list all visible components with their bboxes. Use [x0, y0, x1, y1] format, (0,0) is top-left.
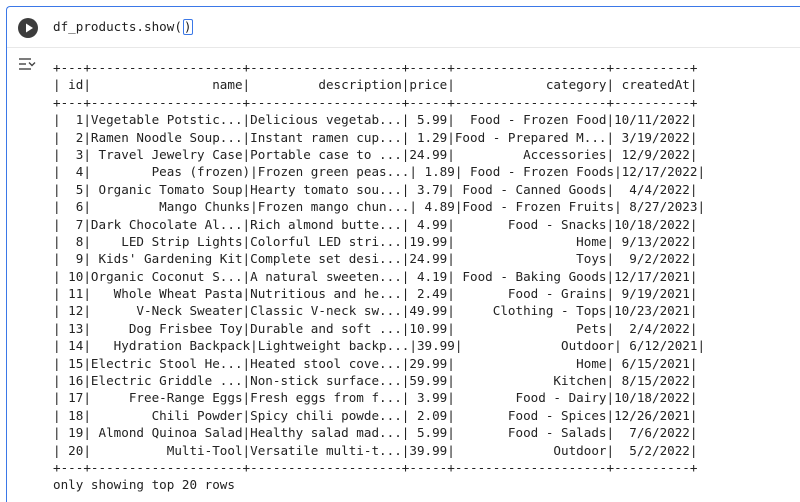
row-limit-note: only showing top 20 rows — [53, 477, 235, 493]
table-row: | 2|Ramen Noodle Soup...|Instant ramen c… — [53, 129, 698, 145]
table-row: | 12| V-Neck Sweater|Classic V-neck sw..… — [53, 303, 698, 319]
table-row: | 15|Electric Stool He...|Heated stool c… — [53, 355, 698, 371]
table-row: | 9| Kids' Gardening Kit|Complete set de… — [53, 251, 698, 267]
table-row: | 8| LED Strip Lights|Colorful LED stri.… — [53, 233, 698, 249]
table-row: | 16|Electric Griddle ...|Non-stick surf… — [53, 373, 698, 389]
table-row: | 1|Vegetable Potstic...|Delicious veget… — [53, 112, 698, 128]
table-row: | 7|Dark Chocolate Al...|Rich almond but… — [53, 216, 698, 232]
table-border-top: +---+--------------------+--------------… — [53, 60, 698, 75]
play-icon — [26, 23, 33, 33]
run-cell-button[interactable] — [18, 18, 38, 38]
table-row: | 6| Mango Chunks|Frozen mango chun...| … — [53, 199, 706, 215]
code-input-row[interactable]: df_products.show() — [7, 7, 800, 48]
table-row: | 18| Chili Powder|Spicy chili powde...|… — [53, 407, 698, 423]
table-row: | 14| Hydration Backpack|Lightweight bac… — [53, 338, 706, 354]
output-collapse-icon[interactable] — [17, 55, 39, 75]
cursor-bracket: ) — [182, 19, 193, 35]
table-row: | 11| Whole Wheat Pasta|Nutritious and h… — [53, 286, 698, 302]
code-editor[interactable]: df_products.show() — [53, 18, 194, 36]
table-header: | id| name| description|price| category|… — [53, 77, 698, 93]
table-row: | 10|Organic Coconut S...|A natural swee… — [53, 268, 698, 284]
table-row: | 4| Peas (frozen)|Frozen green peas...|… — [53, 164, 706, 180]
table-border-header: +---+--------------------+--------------… — [53, 94, 698, 110]
table-border-bottom: +---+--------------------+--------------… — [53, 459, 698, 475]
notebook-cell[interactable]: df_products.show() +---+----------------… — [6, 6, 800, 502]
code-text: df_products.show( — [53, 19, 182, 34]
table-row: | 5| Organic Tomato Soup|Hearty tomato s… — [53, 181, 698, 197]
table-row: | 13| Dog Frisbee Toy|Durable and soft .… — [53, 320, 698, 336]
table-row: | 20| Multi-Tool|Versatile multi-t...|39… — [53, 442, 698, 458]
table-row: | 17| Free-Range Eggs|Fresh eggs from f.… — [53, 390, 698, 406]
table-row: | 19| Almond Quinoa Salad|Healthy salad … — [53, 425, 698, 441]
cell-output: +---+--------------------+--------------… — [53, 59, 705, 494]
table-row: | 3| Travel Jewelry Case|Portable case t… — [53, 146, 698, 162]
